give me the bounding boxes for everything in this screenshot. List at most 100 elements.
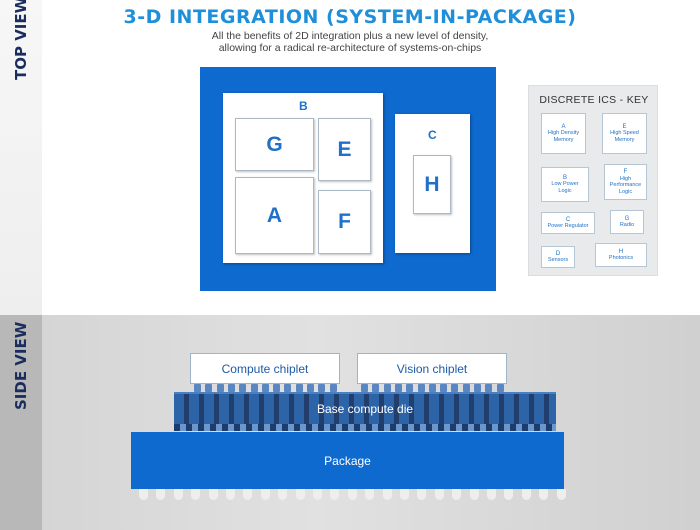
chip-c: C H xyxy=(395,114,470,253)
micro-bump xyxy=(485,384,493,392)
key-text: Logic xyxy=(558,187,572,194)
micro-bump xyxy=(307,384,314,392)
key-item-h: H Photonics xyxy=(595,243,647,267)
key-text: Low Power xyxy=(551,181,579,188)
solder-ball xyxy=(400,489,409,500)
key-text: High Speed xyxy=(610,130,639,137)
vision-chiplet-bumps xyxy=(357,384,507,392)
solder-ball xyxy=(295,489,305,500)
key-text: High xyxy=(619,175,632,182)
base-compute-die xyxy=(174,392,556,426)
solder-ball xyxy=(278,489,288,500)
solder-ball xyxy=(313,489,322,500)
micro-bump xyxy=(295,384,303,392)
solder-ball xyxy=(382,489,392,500)
micro-bump xyxy=(417,384,425,392)
key-letter: B xyxy=(562,174,567,181)
micro-bump xyxy=(329,384,337,392)
tile-e: E xyxy=(318,118,371,181)
chip-b-label: B xyxy=(299,99,308,113)
key-text: Radio xyxy=(619,222,635,228)
key-letter: C xyxy=(565,216,571,223)
micro-bump xyxy=(216,384,224,392)
micro-bump xyxy=(394,384,402,392)
solder-ball xyxy=(521,489,531,500)
solder-ball xyxy=(156,489,166,500)
side-view-strip xyxy=(0,315,42,530)
chip-b: B G E A F xyxy=(223,93,383,263)
key-letter: E xyxy=(622,123,627,130)
tile-g: G xyxy=(235,118,314,171)
key-letter: D xyxy=(555,250,561,257)
solder-ball xyxy=(434,489,444,500)
key-item-f: F High Performance Logic xyxy=(604,164,647,200)
solder-ball xyxy=(487,489,496,500)
key-text: Photonics xyxy=(608,255,634,261)
vision-chiplet: Vision chiplet xyxy=(357,353,507,384)
base-die-interconnect xyxy=(174,424,556,431)
micro-bump xyxy=(440,384,448,392)
tile-a: A xyxy=(235,177,314,254)
key-item-c: C Power Regulator xyxy=(541,212,595,234)
key-item-g: G Radio xyxy=(610,210,644,234)
micro-bump xyxy=(462,384,470,392)
compute-chiplet-bumps xyxy=(190,384,340,392)
key-item-e: E High Speed Memory xyxy=(602,113,647,154)
key-item-d: D Sensors xyxy=(541,246,575,268)
solder-ball xyxy=(260,489,270,500)
solder-ball xyxy=(504,489,514,500)
key-text: Performance xyxy=(609,182,642,188)
subtitle-line-2: allowing for a radical re-architecture o… xyxy=(218,42,482,54)
micro-bump xyxy=(250,384,258,392)
solder-ball xyxy=(556,489,566,500)
subtitle-line-1: All the benefits of 2D integration plus … xyxy=(211,30,489,42)
solder-ball xyxy=(330,489,340,500)
package-top-view: B G E A F C H xyxy=(200,67,496,291)
top-view-strip xyxy=(0,0,42,315)
micro-bump xyxy=(474,384,481,392)
key-text: Logic xyxy=(618,188,633,195)
solder-ball xyxy=(208,489,218,500)
micro-bump xyxy=(194,384,201,392)
micro-bump xyxy=(318,384,326,392)
solder-ball xyxy=(365,489,375,500)
package-label: Package xyxy=(324,453,371,468)
micro-bump xyxy=(273,384,281,392)
micro-bump xyxy=(205,384,213,392)
side-view-label: SIDE VIEW xyxy=(12,321,30,410)
solder-ball xyxy=(417,489,427,500)
micro-bump xyxy=(451,384,459,392)
micro-bump xyxy=(284,384,292,392)
micro-bump xyxy=(239,384,247,392)
key-letter: A xyxy=(561,123,566,130)
solder-ball xyxy=(469,489,479,500)
micro-bump xyxy=(227,384,235,392)
key-text: High Density xyxy=(547,130,580,137)
micro-bump xyxy=(261,384,269,392)
compute-chiplet: Compute chiplet xyxy=(190,353,340,384)
key-text: Sensors xyxy=(547,257,569,263)
key-item-b: B Low Power Logic xyxy=(541,167,589,202)
key-letter: H xyxy=(618,248,624,255)
solder-ball xyxy=(539,489,549,500)
solder-ball xyxy=(191,489,201,500)
micro-bump xyxy=(496,384,504,392)
chip-c-label: C xyxy=(428,128,437,142)
micro-bump xyxy=(361,384,368,392)
key-item-a: A High Density Memory xyxy=(541,113,586,154)
page-title: 3-D INTEGRATION (SYSTEM-IN-PACKAGE) xyxy=(123,6,577,28)
key-letter: F xyxy=(623,169,628,175)
micro-bump xyxy=(428,384,436,392)
tile-h: H xyxy=(413,155,451,214)
key-letter: G xyxy=(624,215,630,222)
solder-ball xyxy=(226,489,235,500)
solder-ball xyxy=(139,489,148,500)
key-text: Power Regulator xyxy=(547,223,589,229)
base-compute-die-label: Base compute die xyxy=(316,402,414,416)
micro-bump xyxy=(372,384,380,392)
key-text: Memory xyxy=(553,136,574,143)
micro-bump xyxy=(383,384,391,392)
micro-bump xyxy=(406,384,414,392)
solder-ball xyxy=(452,489,462,500)
tile-f: F xyxy=(318,190,371,254)
